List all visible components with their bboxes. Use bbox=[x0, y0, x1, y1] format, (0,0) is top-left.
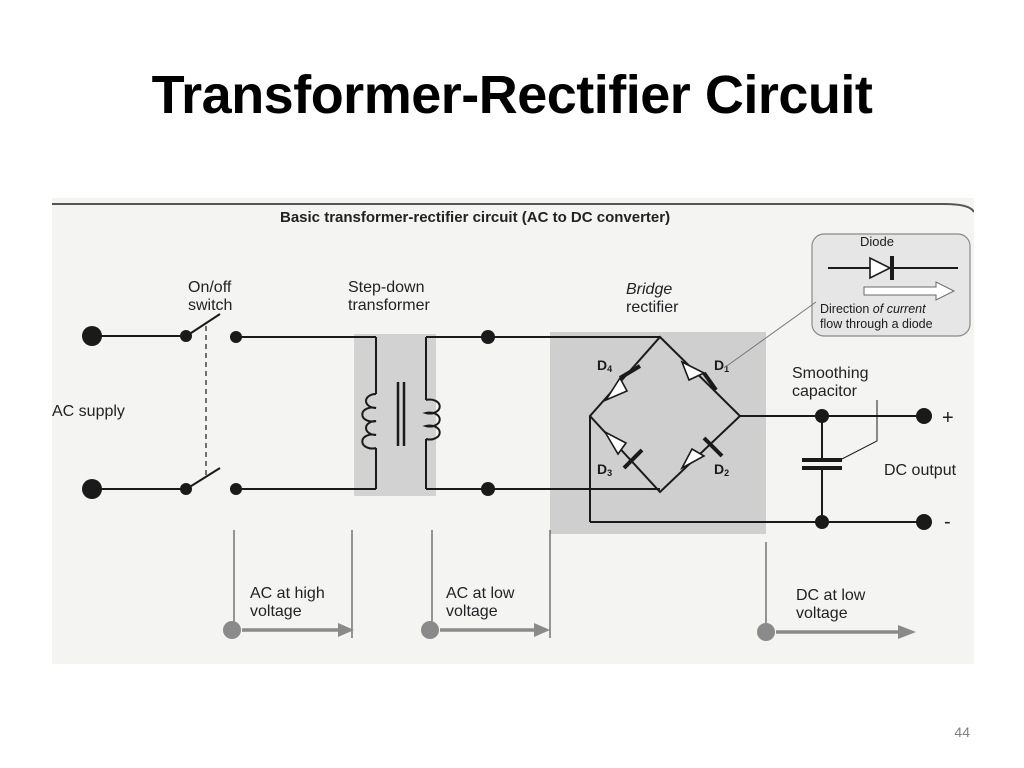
diode-callout-box bbox=[811, 233, 971, 337]
diode-symbol-icon bbox=[828, 256, 958, 280]
step-down-transformer bbox=[361, 336, 488, 490]
switch-label-line1: On/off bbox=[188, 279, 232, 296]
stage-label-dc-low-line2: voltage bbox=[796, 605, 848, 622]
output-plus-sign: + bbox=[942, 407, 954, 429]
diode-d1 bbox=[680, 360, 718, 392]
switch-contact-top bbox=[230, 331, 242, 343]
diode-callout-leader bbox=[723, 301, 817, 369]
supply-terminal-bottom bbox=[82, 479, 102, 499]
ac-supply-label: AC supply bbox=[52, 403, 125, 420]
supply-wires bbox=[92, 313, 376, 490]
transformer-label-line2: transformer bbox=[348, 297, 430, 314]
capacitor-node-bottom bbox=[815, 515, 829, 529]
diode-callout-caption-line2: flow through a diode bbox=[820, 317, 933, 331]
diode-callout-caption-line1: Direction of current bbox=[820, 302, 926, 316]
diode-d3 bbox=[602, 429, 644, 470]
capacitor-label-line1: Smoothing bbox=[792, 365, 869, 382]
bridge-label-line1: Bridge bbox=[626, 281, 672, 298]
capacitor-node-top bbox=[815, 409, 829, 423]
supply-terminal-top bbox=[82, 326, 102, 346]
diode-d2 bbox=[680, 436, 724, 470]
figure-border bbox=[52, 203, 974, 213]
supply-terminals bbox=[82, 326, 242, 499]
switch-pivot-bottom bbox=[180, 483, 192, 495]
circuit-figure: Basic transformer-rectifier circuit (AC … bbox=[52, 198, 974, 664]
current-direction-arrow-icon bbox=[863, 281, 956, 301]
diode-label-d2: D2 bbox=[714, 461, 729, 478]
stage-arrow-dc-low bbox=[757, 623, 916, 641]
switch-contact-bottom bbox=[230, 483, 242, 495]
primary-coil bbox=[361, 393, 377, 450]
stage-label-ac-low-line2: voltage bbox=[446, 603, 498, 620]
switch-pivot-top bbox=[180, 330, 192, 342]
stage-arrow-ac-low bbox=[421, 621, 550, 639]
output-terminal-minus bbox=[916, 514, 932, 530]
diode-label-d1: D1 bbox=[714, 357, 729, 374]
transformer-label-line1: Step-down bbox=[348, 279, 425, 296]
transformer-shading bbox=[354, 334, 436, 496]
switch-label-line2: switch bbox=[188, 297, 232, 314]
stage-label-ac-high-line2: voltage bbox=[250, 603, 302, 620]
output-terminal-plus bbox=[916, 408, 932, 424]
circuit-diagram: Basic transformer-rectifier circuit (AC … bbox=[52, 198, 974, 664]
slide-number: 44 bbox=[954, 724, 970, 740]
diagram-heading: Basic transformer-rectifier circuit (AC … bbox=[280, 209, 670, 226]
capacitor-label-line2: capacitor bbox=[792, 383, 858, 400]
dc-output-label: DC output bbox=[884, 462, 957, 479]
slide-title: Transformer-Rectifier Circuit bbox=[151, 65, 873, 125]
stage-label-ac-low-line1: AC at low bbox=[446, 585, 515, 602]
stage-dividers bbox=[233, 530, 767, 638]
diode-label-d4: D4 bbox=[597, 357, 612, 374]
diode-callout-title: Diode bbox=[860, 234, 894, 249]
bridge-label-line2: rectifier bbox=[626, 299, 679, 316]
stage-label-ac-high-line1: AC at high bbox=[250, 585, 325, 602]
secondary-coil bbox=[422, 398, 441, 441]
stage-arrow-ac-high bbox=[223, 621, 354, 639]
diode-label-d3: D3 bbox=[597, 461, 612, 478]
diode-d4 bbox=[603, 364, 642, 402]
stage-label-dc-low-line1: DC at low bbox=[796, 587, 866, 604]
output-minus-sign: - bbox=[944, 511, 951, 533]
bridge-shading bbox=[550, 332, 766, 534]
smoothing-capacitor bbox=[802, 400, 878, 522]
